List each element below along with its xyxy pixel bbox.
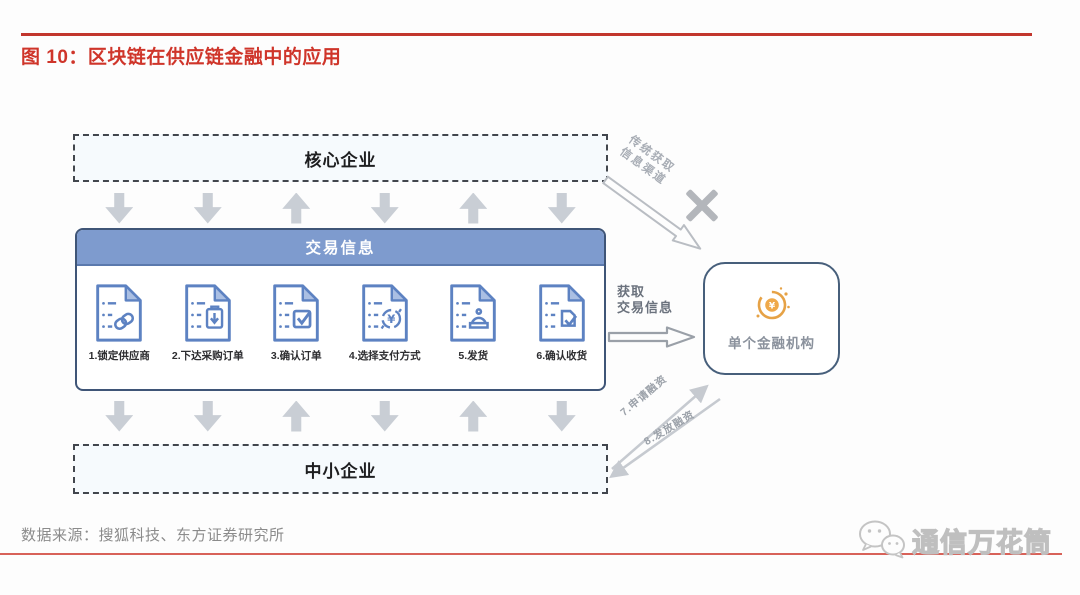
arrow-down-icon: [547, 400, 576, 432]
transaction-info-panel: 交易信息: [75, 228, 606, 391]
brand-logo-text: 通信万花筒: [911, 527, 1052, 558]
shipping-document-icon: [450, 284, 497, 342]
arrow-down-icon: [547, 192, 576, 224]
arrow-down-icon: [370, 192, 399, 224]
get-transaction-info-label: 获取 交易信息: [617, 284, 674, 316]
financial-institution-label: 单个金融机构: [728, 336, 815, 351]
step-label-5: 5.发货: [458, 350, 489, 362]
arrow-down-icon: [193, 400, 222, 432]
arrow-up-icon: [459, 400, 488, 432]
arrow-down-icon: [193, 192, 222, 224]
grant-financing-arrow-icon: [609, 397, 721, 479]
financial-institution-box: ¥ 单个金融机构: [703, 262, 840, 375]
confirm-order-document-icon: [273, 284, 320, 342]
footer-rule: [0, 553, 1062, 555]
arrow-down-icon: [105, 192, 134, 224]
crossed-out-x-icon: [682, 185, 722, 225]
get-transaction-info-arrow-icon: [607, 325, 697, 354]
arrow-down-icon: [370, 400, 399, 432]
sme-label: 中小企业: [304, 461, 377, 481]
purchase-order-document-icon: [184, 284, 231, 342]
core-enterprise-box: 核心企业: [73, 134, 608, 182]
step-label-4: 4.选择支付方式: [348, 350, 421, 362]
arrow-up-icon: [282, 192, 311, 224]
bottom-arrow-row: [75, 400, 606, 432]
step-labels-row: 1.锁定供应商 2.下达采购订单 3.确认订单 4.选择支付方式 5.发货 6.…: [75, 348, 606, 363]
data-source: 数据来源：搜狐科技、东方证券研究所: [21, 527, 285, 544]
link-document-icon: [96, 284, 143, 342]
traditional-channel-arrow-icon: [594, 169, 710, 264]
step-label-6: 6.确认收货: [536, 350, 588, 362]
brand-logo: 通信万花筒: [856, 518, 1052, 562]
financing-flow-arrows: [609, 384, 721, 479]
figure-title: 图 10：区块链在供应链金融中的应用: [21, 47, 342, 68]
arrow-down-icon: [105, 400, 134, 432]
step-label-3: 3.确认订单: [270, 350, 322, 362]
arrow-up-icon: [459, 192, 488, 224]
transaction-info-title: 交易信息: [305, 240, 376, 257]
coin-icon: ¥: [756, 287, 790, 320]
step-label-1: 1.锁定供应商: [88, 350, 150, 362]
svg-text:¥: ¥: [768, 302, 775, 312]
apply-financing-arrow-icon: [611, 384, 709, 470]
payment-method-document-icon: ¥: [361, 284, 408, 342]
transaction-info-header: 交易信息: [77, 230, 604, 266]
step-icons-row: ¥: [75, 282, 606, 344]
title-top-rule: [21, 33, 1032, 36]
top-arrow-row: [75, 192, 606, 224]
svg-text:¥: ¥: [387, 312, 395, 326]
arrow-up-icon: [282, 400, 311, 432]
sme-box: 中小企业: [73, 444, 608, 494]
wechat-icon: [859, 520, 905, 559]
step-label-2: 2.下达采购订单: [171, 350, 244, 362]
core-enterprise-label: 核心企业: [304, 150, 377, 170]
confirm-receipt-document-icon: [538, 284, 585, 342]
